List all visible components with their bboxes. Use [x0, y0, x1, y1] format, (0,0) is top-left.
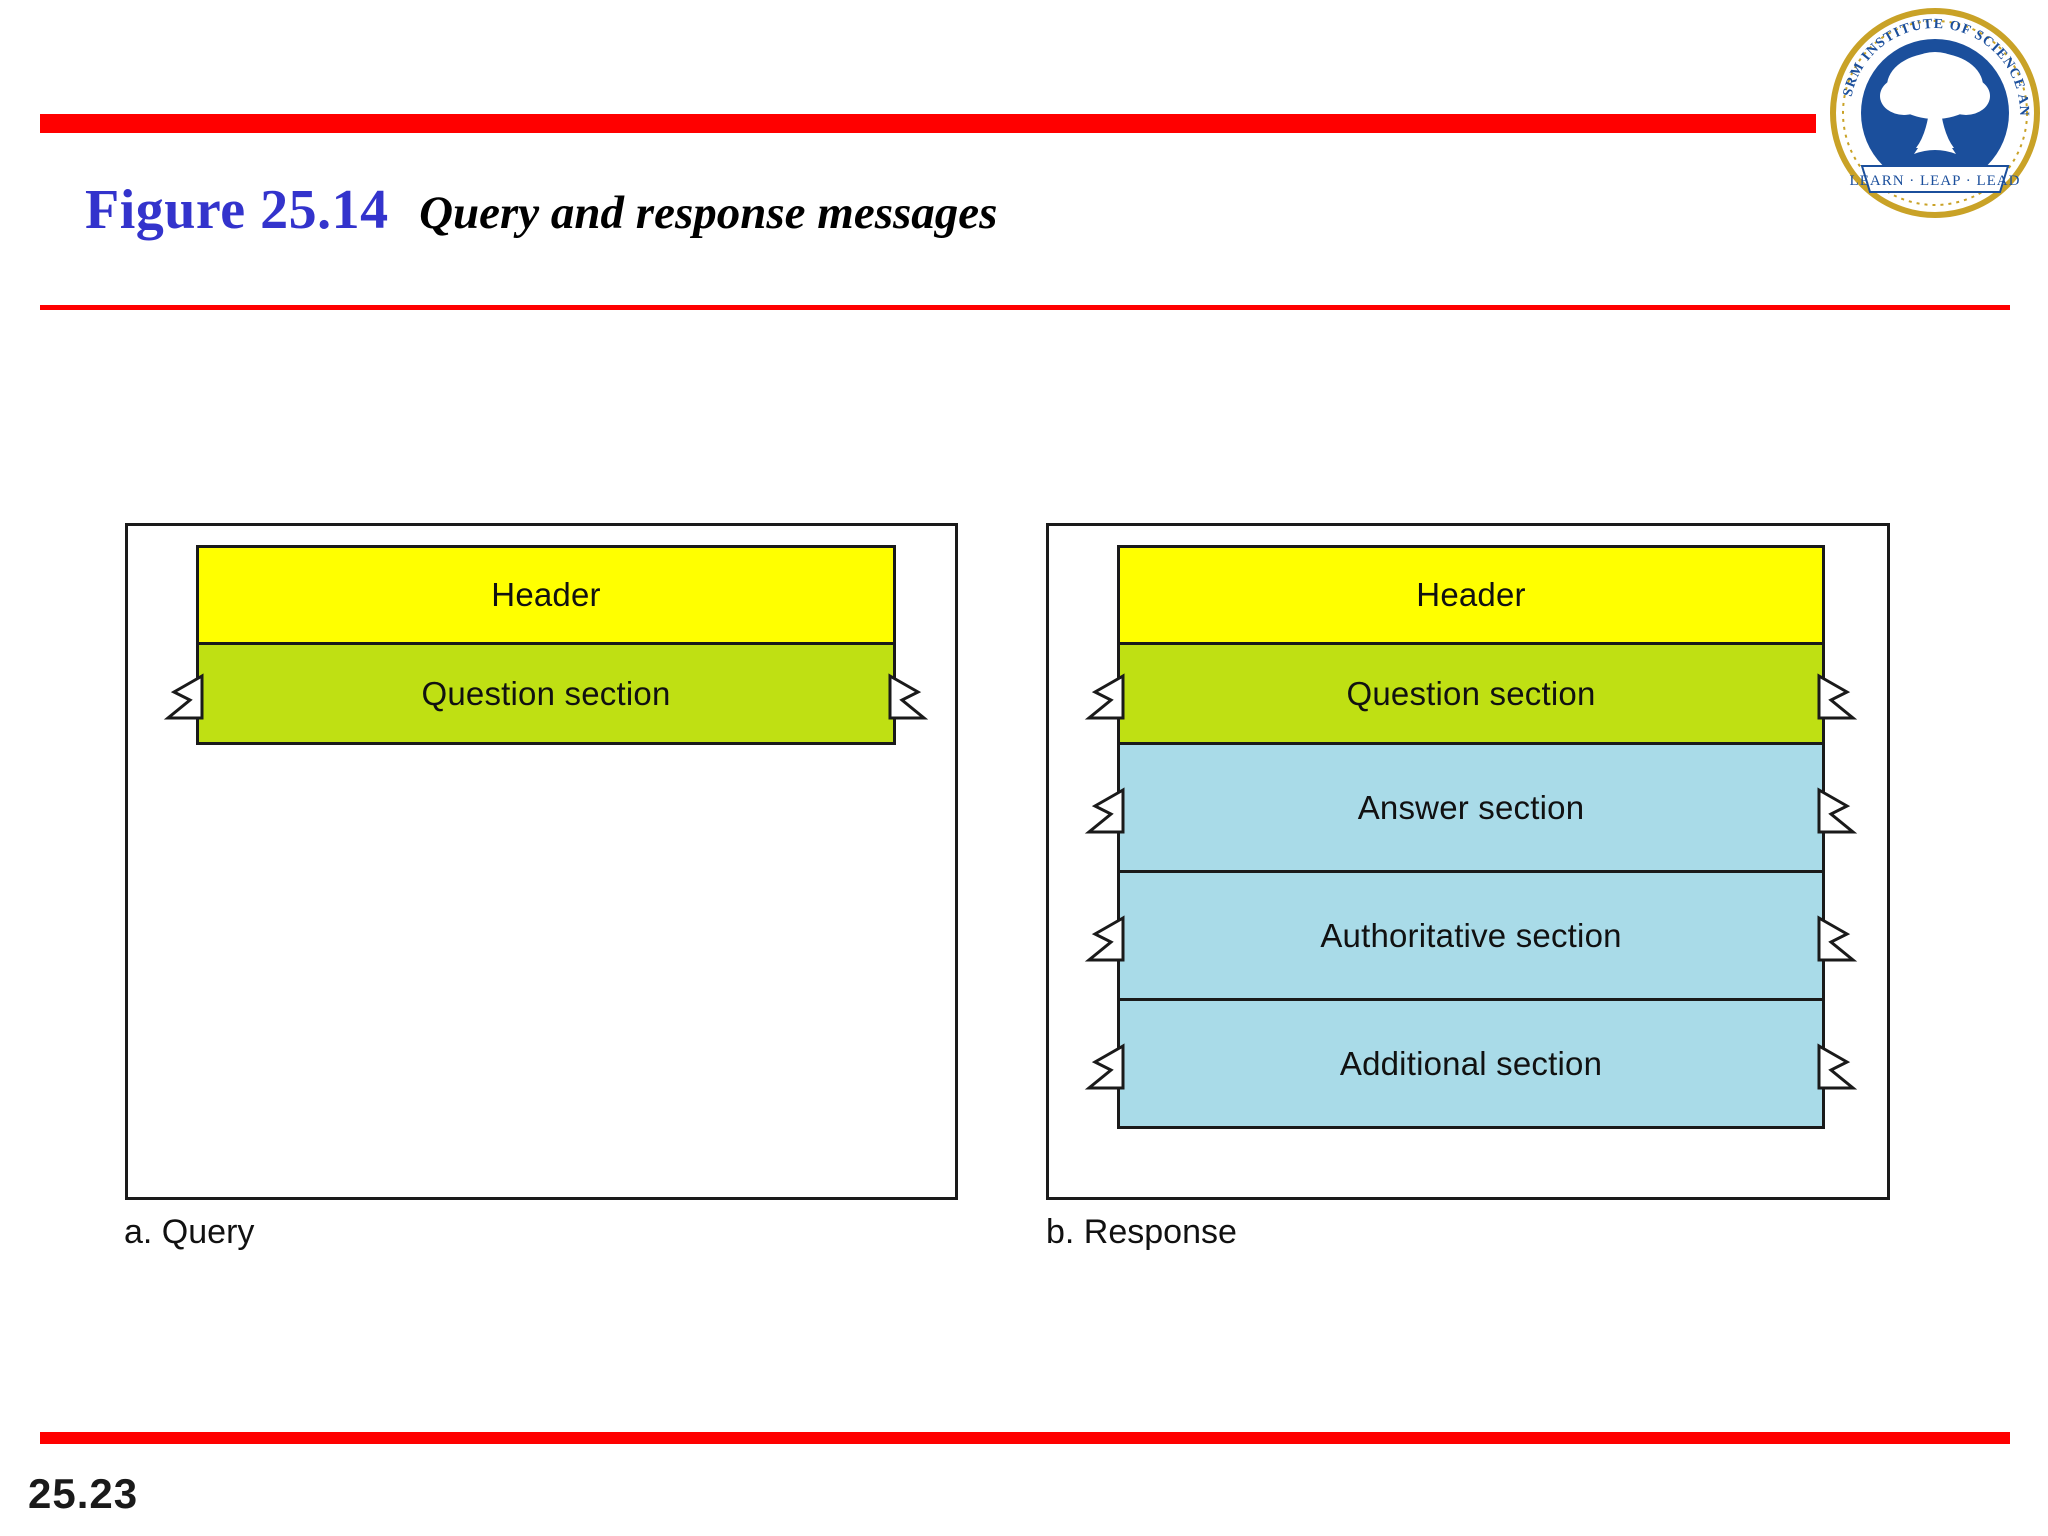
- message-section: Question section: [1084, 642, 1858, 745]
- top-red-rule: [40, 114, 1816, 133]
- title-underline-rule: [40, 305, 2010, 310]
- srm-institute-logo-icon: LEARN · LEAP · LEAD SRM INSTITUTE OF SCI…: [1830, 8, 2040, 218]
- message-section: Additional section: [1084, 998, 1858, 1129]
- message-section: Authoritative section: [1084, 870, 1858, 1001]
- figure-caption: Query and response messages: [419, 187, 998, 239]
- message-section: Header: [196, 545, 896, 645]
- message-section-label: Header: [491, 576, 601, 613]
- message-section-label: Additional section: [1339, 1044, 1603, 1082]
- message-section-label: Question section: [1346, 674, 1596, 712]
- message-section: Answer section: [1084, 742, 1858, 873]
- message-section-label: Authoritative section: [1320, 916, 1622, 954]
- page-title: Figure 25.14 Query and response messages: [85, 178, 997, 242]
- response-caption: b. Response: [1046, 1213, 1237, 1251]
- message-section: Header: [1117, 545, 1825, 645]
- message-section-label: Answer section: [1357, 788, 1585, 826]
- figure-number: Figure 25.14: [85, 179, 389, 241]
- message-section: Question section: [163, 642, 929, 745]
- message-section-label: Header: [1416, 576, 1526, 613]
- slide-page-number: 25.23: [28, 1470, 139, 1517]
- message-section-label: Question section: [421, 674, 671, 712]
- query-caption: a. Query: [124, 1213, 255, 1251]
- svg-text:LEARN · LEAP · LEAD: LEARN · LEAP · LEAD: [1850, 173, 2021, 189]
- bottom-red-rule: [40, 1432, 2010, 1444]
